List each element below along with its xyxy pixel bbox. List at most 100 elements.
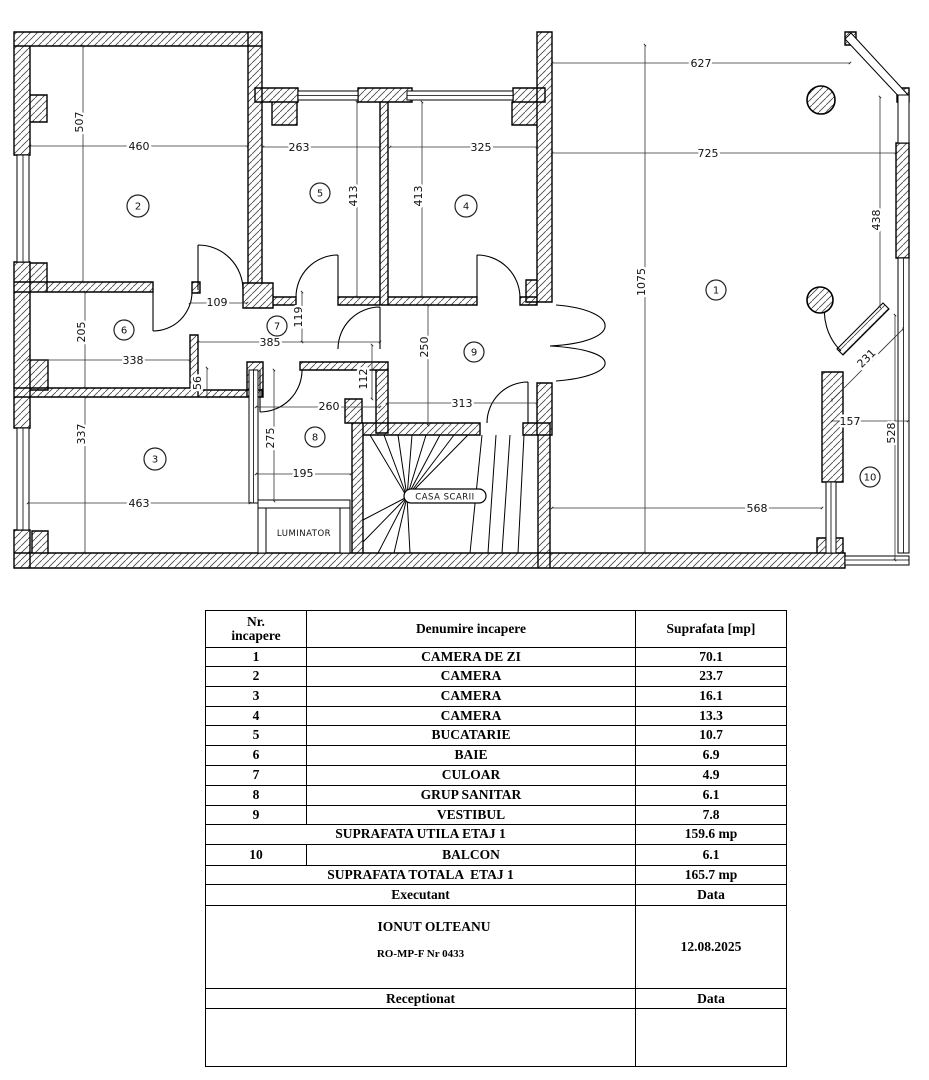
room-marker-6: 6 (113, 319, 135, 341)
dim-room1-height: 1075 (635, 268, 648, 296)
dim-room6-height: 205 (75, 322, 88, 343)
room-marker-2: 2 (126, 194, 150, 218)
svg-text:3: 3 (152, 455, 158, 466)
svg-text:6: 6 (121, 326, 127, 337)
dim-room4-width: 325 (471, 141, 492, 154)
dim-niche-56: 56 (191, 376, 204, 390)
dim-vestibul-width: 313 (452, 397, 473, 410)
dim-balcony-231: 231 (855, 347, 879, 371)
executant-data-label: Data (635, 884, 787, 906)
door-room6 (152, 291, 193, 332)
signer-date: 12.08.2025 (635, 904, 787, 990)
table-header-row: Nr.incapere Denumire incapere Suprafata … (205, 610, 787, 648)
dim-room4-height: 413 (412, 186, 425, 207)
chamfer-window (844, 32, 910, 102)
dim-room1-window: 438 (870, 210, 883, 231)
dim-room5-width: 263 (289, 141, 310, 154)
door-room4 (476, 254, 521, 298)
stairs-label: CASA SCARII (415, 493, 474, 503)
dim-balcony-528: 528 (885, 423, 898, 444)
room-marker-10: 10 (859, 466, 881, 488)
executant-label: Executant (205, 884, 636, 906)
door-double-room1 (549, 304, 606, 382)
header-suprafata: Suprafata [mp] (635, 610, 787, 648)
dim-balcony-157: 157 (840, 415, 861, 428)
dim-room6-width: 338 (123, 354, 144, 367)
room-markers: 1 2 3 4 5 6 7 8 9 10 (113, 182, 881, 488)
dim-room1-width: 725 (698, 147, 719, 160)
header-nr: Nr.incapere (205, 610, 307, 648)
executant-row: Executant Data (205, 884, 787, 906)
dim-room2-width: 460 (129, 140, 150, 153)
columns-layer (806, 85, 836, 314)
subtotal-row: SUPRAFATA UTILA ETAJ 1 159.6 mp (205, 824, 787, 845)
dim-room8-width2: 195 (293, 467, 314, 480)
room-marker-7: 7 (266, 315, 288, 337)
dim-door-109: 109 (207, 296, 228, 309)
svg-text:10: 10 (864, 473, 877, 484)
room-marker-4: 4 (454, 194, 478, 218)
dim-culoar-height: 119 (292, 307, 305, 328)
dim-room2-height: 507 (73, 112, 86, 133)
column-icon (806, 286, 834, 314)
dim-room8-width: 260 (319, 400, 340, 413)
receptionat-data-label: Data (635, 988, 787, 1010)
dim-niche-112: 112 (357, 369, 370, 390)
empty-row (205, 1008, 787, 1068)
door-balcony-leaf (836, 302, 890, 356)
windows-layer (16, 90, 910, 566)
signer-row: IONUT OLTEANU RO-MP-F Nr 0433 12.08.2025 (205, 904, 787, 990)
header-denumire: Denumire incapere (306, 610, 636, 648)
stairs-layer: CASA SCARII (362, 434, 525, 554)
signer-cell: IONUT OLTEANU RO-MP-F Nr 0433 (205, 904, 636, 990)
room-marker-5: 5 (309, 182, 331, 204)
column-icon (806, 85, 836, 115)
svg-text:1: 1 (713, 286, 719, 297)
room-marker-8: 8 (304, 426, 326, 448)
dimension-lines (26, 43, 910, 562)
door-vestibul (337, 306, 381, 350)
room-marker-1: 1 (705, 279, 727, 301)
dim-culoar-width: 385 (260, 336, 281, 349)
dim-room1-bottom: 568 (747, 502, 768, 515)
dim-room3-width: 463 (129, 497, 150, 510)
door-room2 (197, 244, 244, 291)
svg-text:2: 2 (135, 202, 141, 213)
total-row: SUPRAFATA TOTALA ETAJ 1 165.7 mp (205, 865, 787, 885)
skylight-label: LUMINATOR (277, 529, 331, 539)
room-marker-9: 9 (463, 341, 485, 363)
dim-room3-height: 337 (75, 424, 88, 445)
receptionat-row: Receptionat Data (205, 988, 787, 1010)
room-schedule-table: Nr.incapere Denumire incapere Suprafata … (205, 610, 787, 1068)
receptionat-label: Receptionat (205, 988, 636, 1010)
svg-text:7: 7 (274, 322, 280, 333)
totala-value: 165.7 mp (635, 865, 787, 885)
totala-label: SUPRAFATA TOTALA ETAJ 1 (205, 865, 636, 885)
utila-value: 159.6 mp (635, 824, 787, 845)
dim-room8-height: 275 (264, 428, 277, 449)
door-room5 (295, 254, 339, 298)
walls-layer (13, 31, 910, 569)
signer-name: IONUT OLTEANU (377, 919, 491, 935)
door-stairs (486, 381, 529, 424)
room-marker-3: 3 (143, 447, 167, 471)
svg-text:8: 8 (312, 433, 318, 444)
dim-room5-height: 413 (347, 186, 360, 207)
utila-label: SUPRAFATA UTILA ETAJ 1 (205, 824, 636, 845)
svg-text:9: 9 (471, 348, 477, 359)
svg-text:5: 5 (317, 189, 323, 200)
dim-vestibul-height: 250 (418, 337, 431, 358)
door-room8 (259, 369, 303, 413)
signer-license: RO-MP-F Nr 0433 (376, 947, 465, 960)
